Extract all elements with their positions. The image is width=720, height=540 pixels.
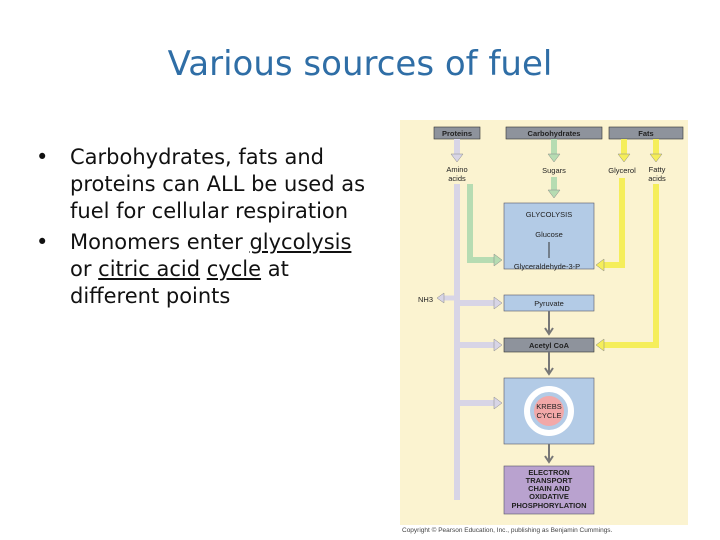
etc-label-line1: ELECTRON	[528, 468, 569, 477]
cycle-label: CYCLE	[536, 411, 561, 420]
amino-to-g3p-arrow	[467, 184, 496, 263]
pyruvate-label: Pyruvate	[534, 299, 564, 308]
bullet-text-part	[200, 257, 207, 281]
bullet-text-part: Monomers enter	[70, 230, 250, 254]
krebs-to-etc-arrow	[544, 444, 554, 464]
nh3-branch-head	[436, 292, 445, 304]
fatty-acids-label: acids	[648, 174, 666, 183]
sugars-label: Sugars	[542, 166, 566, 175]
krebs-cycle-center	[534, 396, 564, 426]
proteins-arrow-head	[450, 153, 464, 163]
glycolysis-link[interactable]: glycolysis	[249, 230, 352, 254]
diagram-background	[400, 120, 688, 525]
g3p-label: Glyceraldehyde-3-P	[514, 262, 580, 271]
pyruvate-to-acetyl-arrow	[544, 311, 554, 336]
fats-header: Fats	[638, 129, 653, 138]
amino-krebs-head	[493, 396, 503, 410]
carbohydrates-header: Carbohydrates	[528, 129, 581, 138]
metabolism-diagram: Proteins Carbohydrates Fats GLYCOLYSIS G…	[400, 120, 688, 525]
amino-acetyl-head	[493, 338, 503, 352]
etc-box	[503, 465, 595, 515]
carbohydrates-arrow-head	[547, 153, 561, 163]
slide-title: Various sources of fuel	[167, 44, 553, 84]
glycerol-g3p-head	[595, 258, 605, 272]
amino-g3p-head	[493, 253, 503, 267]
etc-label-line4: OXIDATIVE	[529, 492, 569, 501]
etc-label-line3: CHAIN AND	[528, 484, 570, 493]
glycerol-to-g3p-arrow	[602, 178, 625, 268]
bullet-text-part: or	[70, 257, 99, 281]
cycle-link[interactable]: cycle	[206, 257, 262, 281]
fatty-label: Fatty	[649, 165, 666, 174]
bullet-text: Carbohydrates, fats and proteins can ALL…	[70, 145, 366, 223]
amino-pyruvate-head	[493, 296, 503, 310]
fats-header-box	[608, 126, 684, 140]
glycerol-label: Glycerol	[608, 166, 636, 175]
krebs-cycle-ring	[524, 386, 574, 436]
acetyl-coa-label: Acetyl CoA	[529, 341, 570, 350]
etc-label-line5: PHOSPHORYLATION	[511, 501, 586, 510]
etc-label-line2: TRANSPORT	[526, 476, 573, 485]
krebs-label: KREBS	[536, 402, 561, 411]
fats-fatty-head	[649, 153, 663, 163]
proteins-header: Proteins	[442, 129, 472, 138]
acids-label: acids	[448, 174, 466, 183]
bullet-item: Carbohydrates, fats and proteins can ALL…	[30, 144, 370, 225]
copyright-notice: Copyright © Pearson Education, Inc., pub…	[402, 527, 613, 534]
amino-label: Amino	[446, 165, 467, 174]
sugars-arrow-head	[547, 189, 561, 199]
nh3-label: NH3	[418, 295, 433, 304]
fatty-acids-to-acetyl-arrow	[602, 184, 659, 348]
glucose-label: Glucose	[535, 230, 563, 239]
bullet-item: Monomers enter glycolysis or citric acid…	[30, 229, 370, 310]
citric-acid-link[interactable]: citric acid	[98, 257, 201, 281]
fatty-acetyl-head	[595, 338, 605, 352]
acetyl-to-krebs-arrow	[544, 352, 554, 376]
bullet-text-part: at different points	[70, 257, 289, 308]
bullet-list: Carbohydrates, fats and proteins can ALL…	[30, 144, 370, 314]
fats-glycerol-head	[617, 153, 631, 163]
glycolysis-label: GLYCOLYSIS	[526, 210, 572, 219]
